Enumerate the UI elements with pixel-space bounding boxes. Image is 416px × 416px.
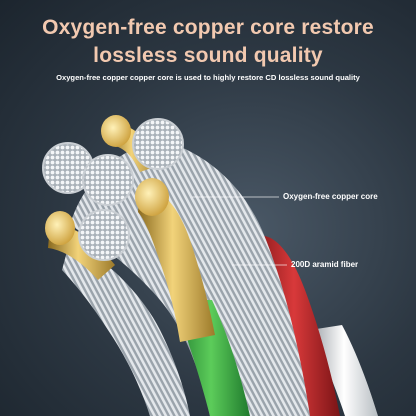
subheadline: Oxygen-free copper copper core is used t… [56, 73, 360, 82]
callout-aramid-fiber: 200D aramid fiber [291, 260, 359, 269]
callout-copper-core: Oxygen-free copper core [283, 192, 378, 201]
silver-end-4 [78, 209, 130, 261]
gold-core-left-end [45, 211, 75, 245]
gold-core-main-end [135, 178, 169, 216]
silver-end-2 [82, 154, 134, 206]
silver-strand-bundle-lower [62, 240, 190, 416]
headline: Oxygen-free copper core restore lossless… [0, 14, 416, 70]
gold-core-main [138, 189, 215, 342]
headline-line-1: Oxygen-free copper core restore [42, 16, 374, 39]
gold-core-top-end [101, 115, 131, 147]
outer-jacket [310, 325, 378, 416]
headline-line-2: lossless sound quality [93, 44, 323, 67]
silver-end-3 [132, 118, 184, 170]
